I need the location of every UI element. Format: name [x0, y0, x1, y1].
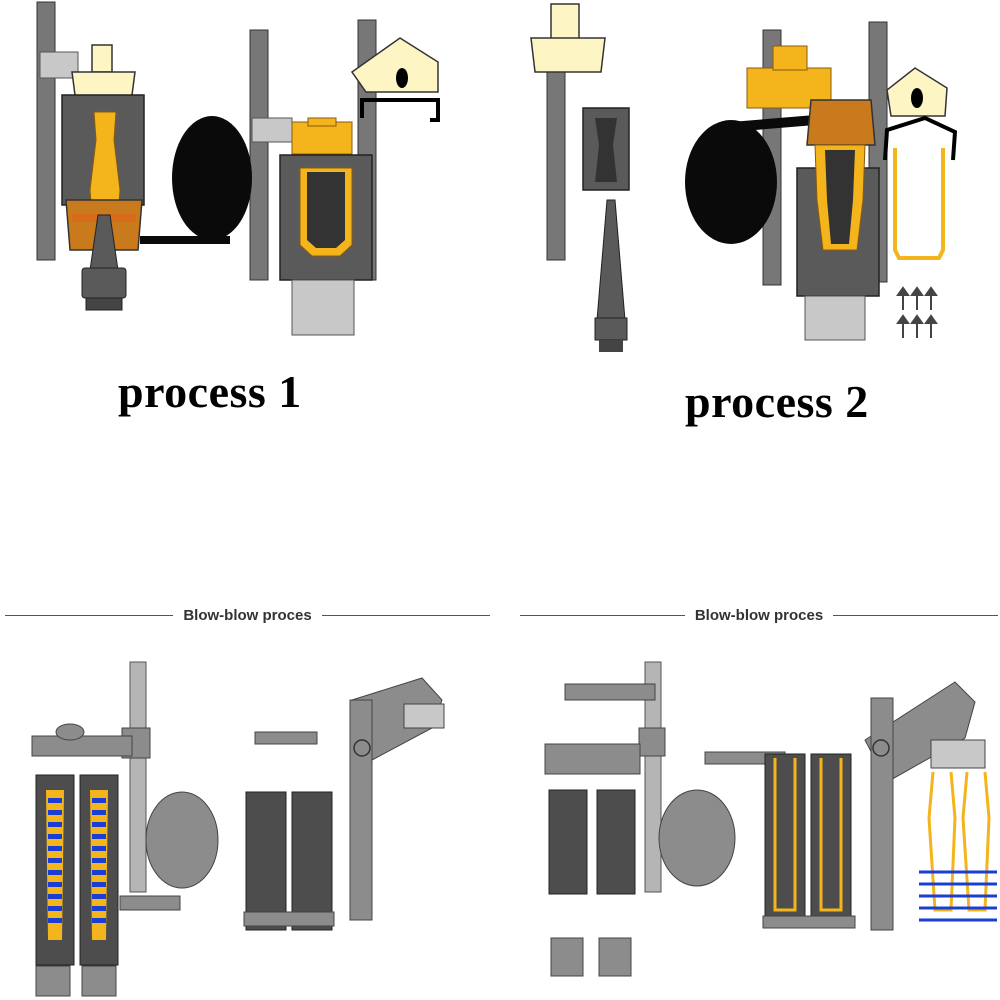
blank-mold-top — [544, 743, 641, 775]
finished-bottle — [961, 771, 991, 912]
plunger-base — [81, 965, 117, 997]
plunger-foot — [85, 297, 123, 311]
take-out-tongs — [930, 739, 986, 769]
parison-cavity — [825, 150, 855, 244]
up-arrows-icon — [896, 286, 938, 338]
invert-arm-wheel — [145, 791, 219, 889]
blank-mold — [596, 789, 636, 895]
baffle-top — [307, 117, 337, 127]
plunger — [596, 199, 626, 321]
support-column — [644, 661, 662, 893]
baffle-top — [772, 45, 808, 71]
take-out-tongs — [403, 703, 445, 729]
mold-bottom — [762, 915, 856, 929]
blow-head — [31, 735, 133, 757]
invert-arm — [119, 895, 181, 911]
mold-cavity — [595, 118, 617, 182]
support-column — [349, 699, 373, 921]
process-2-diagram — [530, 3, 958, 352]
take-out-tongs — [883, 115, 958, 161]
section-heading: Blow-blow proces — [694, 607, 824, 624]
bottom-left-heading-row: Blow-blow proces — [5, 607, 490, 624]
support-column — [36, 1, 56, 261]
section-heading: Blow-blow proces — [183, 607, 312, 624]
mold-bottom — [243, 911, 335, 927]
take-out-tongs — [360, 98, 440, 122]
baffle — [746, 67, 832, 109]
take-out-nozzle — [396, 68, 408, 88]
plunger-base — [598, 937, 632, 977]
heading-rule — [833, 615, 998, 616]
blow-head-knob — [55, 723, 85, 741]
plunger-base — [81, 267, 127, 299]
bottom-right-heading-row: Blow-blow proces — [520, 607, 998, 624]
blank-mold — [35, 774, 75, 966]
invert-arm — [731, 115, 815, 132]
process-1-label: process 1 — [118, 366, 302, 417]
plunger-base — [594, 317, 628, 341]
blow-head — [91, 44, 113, 73]
finished-bottle — [893, 148, 945, 260]
neck-ring — [806, 99, 876, 146]
invert-arm-wheel — [658, 789, 736, 887]
blow-mold — [245, 791, 287, 931]
blow-mold — [764, 753, 806, 919]
support-column — [870, 697, 894, 931]
support-column — [546, 69, 566, 261]
plunger-base — [550, 937, 584, 977]
blank-mold — [79, 774, 119, 966]
invert-arm — [140, 236, 230, 244]
blank-mold — [548, 789, 588, 895]
arm-bracket — [251, 117, 293, 143]
blow-blow-diagram-right — [544, 661, 997, 977]
blow-mold — [810, 753, 852, 919]
blow-head — [564, 683, 656, 701]
baffle-beam — [254, 731, 318, 745]
arm-pivot — [872, 739, 890, 757]
arm-pivot — [353, 739, 371, 757]
heading-rule — [321, 615, 490, 616]
invert-arm-wheel — [172, 116, 252, 240]
mold-bottom — [291, 279, 355, 336]
plunger-base — [35, 965, 71, 997]
blow-mold — [291, 791, 333, 931]
blow-head — [550, 3, 580, 41]
process-1-diagram — [36, 1, 440, 336]
finished-bottle — [927, 771, 957, 912]
parison-cavity — [307, 172, 345, 248]
blow-blow-diagram-left — [31, 661, 445, 997]
heading-rule — [5, 615, 174, 616]
baffle — [291, 121, 353, 155]
finished-bottle — [773, 758, 797, 912]
invert-arm-wheel — [685, 120, 777, 244]
take-out-nozzle — [911, 88, 923, 108]
finished-bottle — [819, 758, 843, 912]
take-out-head — [350, 37, 439, 93]
process-2-label: process 2 — [685, 376, 869, 427]
column-collar — [638, 727, 666, 757]
blow-head-cap — [530, 37, 606, 73]
plunger-foot — [599, 340, 623, 352]
support-column — [129, 661, 147, 893]
cooling-lines — [919, 870, 997, 922]
mold-bottom — [804, 295, 866, 341]
heading-rule — [520, 615, 685, 616]
support-column — [249, 29, 269, 281]
